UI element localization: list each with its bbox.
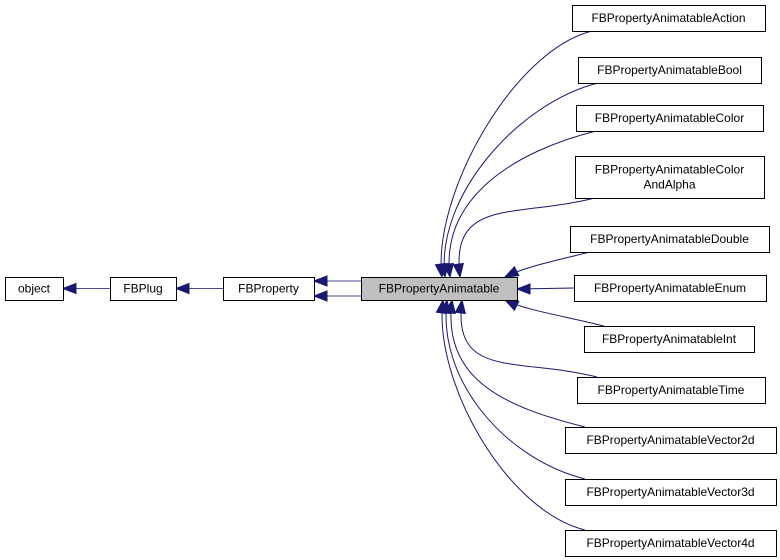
- edge-bool-to-fbpropertyanimatable: [443, 82, 599, 278]
- edge-vector2d-to-fbpropertyanimatable: [450, 299, 586, 428]
- node-int[interactable]: FBPropertyAnimatableInt: [584, 326, 755, 353]
- edge-color-to-fbpropertyanimatable-arrowhead: [442, 262, 455, 279]
- node-label: FBPropertyAnimatableDouble: [590, 232, 749, 246]
- edge-coloralpha-to-fbpropertyanimatable-arrowhead: [452, 262, 465, 279]
- node-label: FBPropertyAnimatableAction: [591, 11, 745, 25]
- node-label: FBPropertyAnimatableVector4d: [586, 536, 754, 550]
- node-box: [361, 277, 518, 301]
- edges-layer: [61, 30, 605, 531]
- edge-double-to-fbpropertyanimatable-arrowhead: [503, 265, 520, 278]
- node-label: FBPropertyAnimatableBool: [597, 63, 742, 77]
- node-object[interactable]: object: [5, 277, 64, 301]
- node-label: FBPropertyAnimatableEnum: [594, 281, 746, 295]
- edge-vector4d-to-fbpropertyanimatable-arrowhead: [435, 298, 448, 315]
- edge-coloralpha-to-fbpropertyanimatable: [458, 197, 596, 278]
- node-label: FBPlug: [123, 282, 162, 296]
- node-box: [572, 5, 766, 32]
- node-label: FBPropertyAnimatableVector3d: [586, 485, 754, 499]
- node-box: [577, 377, 766, 404]
- edge-time-to-fbpropertyanimatable: [460, 299, 598, 378]
- node-box: [578, 57, 762, 84]
- node-box: [565, 530, 777, 557]
- node-label: FBPropertyAnimatable: [379, 282, 500, 296]
- node-label: FBPropertyAnimatableColor: [595, 111, 744, 125]
- edge-fbpropertyanimatable-to-fbproperty-2-arrowhead: [312, 290, 328, 302]
- edge-vector3d-to-fbpropertyanimatable: [445, 299, 586, 480]
- node-fbplug[interactable]: FBPlug: [110, 277, 177, 301]
- node-double[interactable]: FBPropertyAnimatableDouble: [570, 226, 770, 253]
- node-box: [110, 277, 177, 301]
- node-box: [575, 156, 765, 199]
- node-vector2d[interactable]: FBPropertyAnimatableVector2d: [565, 427, 777, 454]
- edge-int-to-fbpropertyanimatable: [504, 299, 605, 327]
- edge-fbpropertyanimatable-to-fbproperty-1-arrowhead: [312, 275, 328, 287]
- edge-action-to-fbpropertyanimatable: [440, 30, 593, 278]
- node-vector4d[interactable]: FBPropertyAnimatableVector4d: [565, 530, 777, 557]
- node-label: FBPropertyAnimatableColor: [595, 163, 744, 177]
- node-bool[interactable]: FBPropertyAnimatableBool: [578, 57, 762, 84]
- node-time[interactable]: FBPropertyAnimatableTime: [577, 377, 766, 404]
- node-box: [5, 277, 64, 301]
- edge-vector4d-to-fbpropertyanimatable: [441, 299, 586, 531]
- node-label: AndAlpha: [643, 178, 695, 192]
- node-label: FBPropertyAnimatableVector2d: [586, 433, 754, 447]
- node-label: FBPropertyAnimatableTime: [598, 383, 745, 397]
- node-fbpropertyanimatable[interactable]: FBPropertyAnimatable: [361, 277, 518, 301]
- node-fbproperty[interactable]: FBProperty: [223, 277, 315, 301]
- node-box: [570, 226, 770, 253]
- node-box: [565, 427, 777, 454]
- node-box: [223, 277, 315, 301]
- node-enum[interactable]: FBPropertyAnimatableEnum: [574, 275, 767, 302]
- node-vector3d[interactable]: FBPropertyAnimatableVector3d: [565, 479, 777, 506]
- node-action[interactable]: FBPropertyAnimatableAction: [572, 5, 766, 32]
- edge-color-to-fbpropertyanimatable: [448, 130, 597, 278]
- node-label: object: [18, 282, 51, 296]
- node-label: FBProperty: [238, 282, 299, 296]
- edge-fbplug-to-object-arrowhead: [61, 282, 77, 295]
- node-box: [576, 105, 764, 132]
- node-box: [584, 326, 755, 353]
- edge-fbproperty-to-fbplug-arrowhead: [174, 282, 190, 295]
- node-color[interactable]: FBPropertyAnimatableColor: [576, 105, 764, 132]
- edge-enum-to-fbpropertyanimatable-arrowhead: [515, 283, 531, 295]
- edge-time-to-fbpropertyanimatable-arrowhead: [454, 298, 467, 315]
- node-box: [565, 479, 777, 506]
- node-label: FBPropertyAnimatableInt: [602, 332, 737, 346]
- edge-int-to-fbpropertyanimatable-arrowhead: [503, 299, 520, 312]
- node-box: [574, 275, 767, 302]
